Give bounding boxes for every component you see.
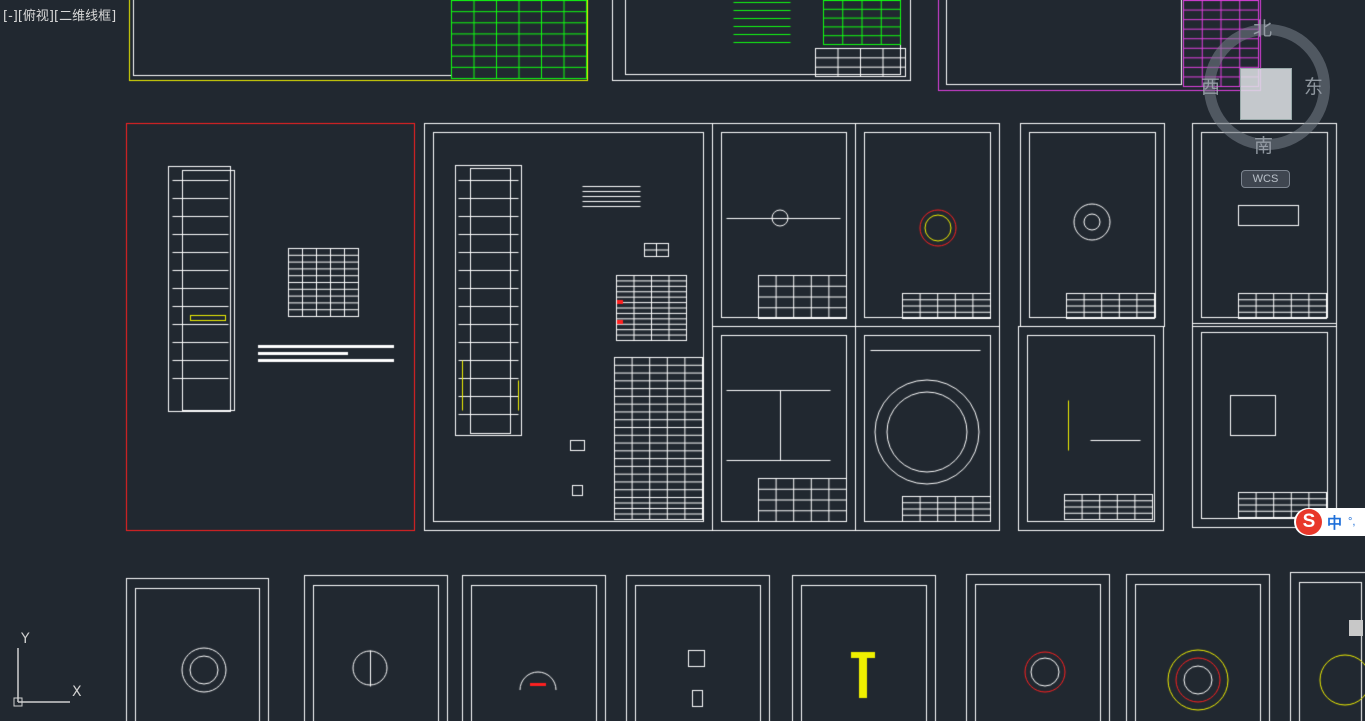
- visual-style-control[interactable]: [二维线框]: [54, 9, 117, 24]
- compass-east[interactable]: 东: [1304, 76, 1324, 98]
- viewport-controls: [-][俯视][二维线框]: [3, 5, 116, 24]
- ucs-x-label: X: [72, 684, 82, 700]
- ucs-axes-icon: [13, 648, 70, 707]
- viewcube[interactable]: 北 南 东 西: [1196, 12, 1336, 162]
- wcs-menu-button[interactable]: WCS: [1241, 170, 1290, 188]
- ime-punctuation-toggle[interactable]: °,: [1348, 516, 1356, 528]
- ucs-icon: Y X: [10, 628, 90, 710]
- scrollbar-thumb[interactable]: [1349, 620, 1363, 636]
- compass-west[interactable]: 西: [1201, 76, 1221, 98]
- ime-toolbar[interactable]: S 中 °,: [1294, 508, 1365, 536]
- compass-ring[interactable]: [1204, 24, 1330, 150]
- viewport-menu-control[interactable]: [-]: [3, 9, 18, 24]
- view-control[interactable]: [俯视]: [17, 9, 54, 24]
- ucs-y-label: Y: [21, 631, 30, 647]
- viewcube-face-top[interactable]: [1240, 68, 1292, 120]
- ime-language-toggle[interactable]: 中: [1327, 513, 1343, 532]
- compass-north[interactable]: 北: [1253, 18, 1273, 40]
- compass-south[interactable]: 南: [1254, 135, 1274, 157]
- ime-logo-icon[interactable]: S: [1296, 509, 1322, 535]
